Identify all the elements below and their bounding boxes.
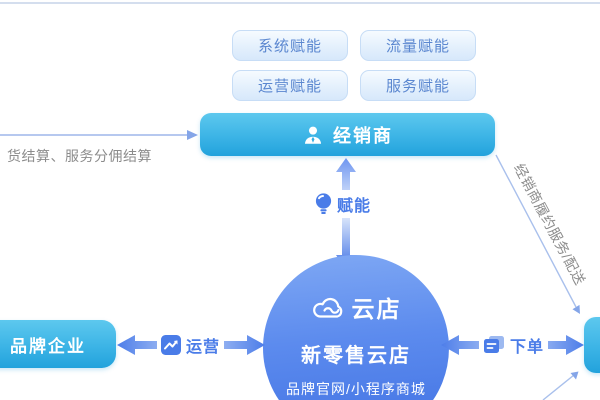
bottom-right-arrow <box>542 371 579 400</box>
empower-label: 赋能 <box>337 198 372 215</box>
settlement-note: 货结算、服务分佣结算 <box>7 148 152 164</box>
fulfillment-arrow <box>495 154 580 314</box>
box-system-empower-label: 系统赋能 <box>257 38 322 55</box>
box-service-empower-label: 服务赋能 <box>385 78 450 95</box>
box-service-empower: 服务赋能 <box>360 70 476 101</box>
cloud-store-node: 云店 新零售云店 品牌官网/小程序商城 <box>263 255 449 400</box>
cloud-store-logo-text: 云店 <box>351 296 402 322</box>
person-icon <box>302 124 324 146</box>
cloud-store-logo: 云店 <box>311 290 402 324</box>
cloud-store-name: 新零售云店 <box>301 345 411 367</box>
order-link: 下单 <box>479 331 549 359</box>
dealer-label: 经销商 <box>333 125 393 146</box>
trend-chart-icon <box>161 335 181 355</box>
box-operation-empower-label: 运营赋能 <box>257 78 322 95</box>
box-traffic-empower: 流量赋能 <box>360 30 476 61</box>
cloud-store-subtitle: 品牌官网/小程序商城 <box>286 381 426 397</box>
box-traffic-empower-label: 流量赋能 <box>385 38 450 55</box>
order-docs-icon <box>483 335 505 355</box>
right-edge-node <box>584 317 600 373</box>
lightbulb-icon <box>315 193 332 215</box>
box-system-empower: 系统赋能 <box>232 30 348 61</box>
cloud-icon <box>311 296 345 319</box>
dealer-node: 经销商 <box>200 113 495 156</box>
top-divider-line <box>0 2 600 4</box>
box-operation-empower: 运营赋能 <box>232 70 348 101</box>
order-label: 下单 <box>510 339 545 356</box>
operate-link: 运营 <box>157 331 225 359</box>
brand-node: 品牌企业 <box>0 320 116 368</box>
brand-label: 品牌企业 <box>10 336 86 356</box>
empower-link: 赋能 <box>311 190 376 218</box>
settlement-arrow <box>0 130 198 140</box>
operate-label: 运营 <box>186 339 221 356</box>
